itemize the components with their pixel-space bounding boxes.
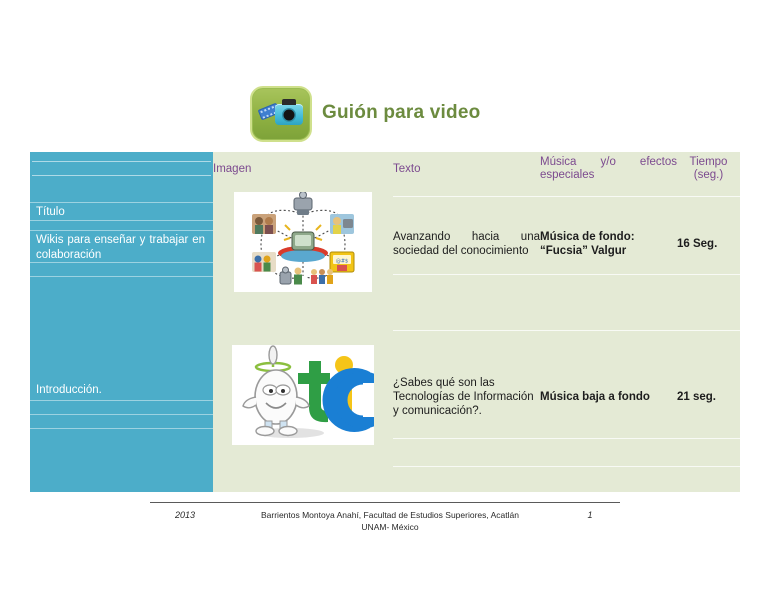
row-musica-cell: Música baja a fondo: [540, 302, 677, 492]
row-musica-cell: Música de fondo: “Fucsia” Valgur: [540, 186, 677, 302]
footer-credit-line-2: UNAM- México: [361, 522, 419, 532]
video-camera-filmstrip-icon: [250, 86, 312, 142]
row-image-cell: [213, 302, 393, 492]
footer-page-number: 1: [587, 510, 593, 520]
document-title-block: Guión para video: [250, 86, 480, 142]
section-title-2: Introducción.: [30, 381, 213, 401]
page-footer: 2013 Barrientos Montoya Anahí, Facultad …: [150, 502, 620, 533]
network-of-robots-and-people-diagram: @#$: [234, 191, 372, 292]
row-texto-cell: Avanzando hacia una sociedad del conocim…: [393, 186, 540, 302]
table-header-row: Imagen Texto Música y/o efectos especial…: [30, 152, 740, 186]
network-diagram-svg: @#$: [252, 191, 355, 285]
footer-credit: Barrientos Montoya Anahí, Facultad de Es…: [220, 509, 560, 533]
header-cell-blank: [30, 152, 213, 186]
row-tiempo-cell: 21 seg.: [677, 302, 740, 492]
row-tiempo-cell: 16 Seg.: [677, 186, 740, 302]
footer-year: 2013: [174, 510, 196, 520]
section-title-1: Título: [30, 203, 213, 221]
camera-icon: [275, 99, 303, 125]
tic-logo-svg: [242, 345, 392, 438]
tic-mascot-logo: [232, 345, 392, 445]
header-cell-musica: Música y/o efectos especiales: [540, 152, 677, 186]
header-cell-tiempo: Tiempo (seg.): [677, 152, 740, 186]
table-row: Título Wikis para enseñar y trabajar en …: [30, 186, 740, 302]
header-cell-texto: Texto: [393, 152, 540, 186]
guion-table: Imagen Texto Música y/o efectos especial…: [30, 152, 740, 492]
row-image-cell: @#$: [213, 186, 393, 302]
footer-credit-line-1: Barrientos Montoya Anahí, Facultad de Es…: [261, 510, 519, 520]
table-row: Introducción.: [30, 302, 740, 492]
section-subtitle-1: Wikis para enseñar y trabajar en colabor…: [30, 231, 213, 263]
row-section-cell: Título Wikis para enseñar y trabajar en …: [30, 186, 213, 302]
page-title: Guión para video: [322, 102, 481, 123]
svg-text:@#$: @#$: [336, 259, 348, 265]
row-section-cell: Introducción.: [30, 302, 213, 492]
row-texto-cell: ¿Sabes qué son las Tecnologías de Inform…: [393, 302, 540, 492]
header-cell-imagen: Imagen: [213, 152, 393, 186]
